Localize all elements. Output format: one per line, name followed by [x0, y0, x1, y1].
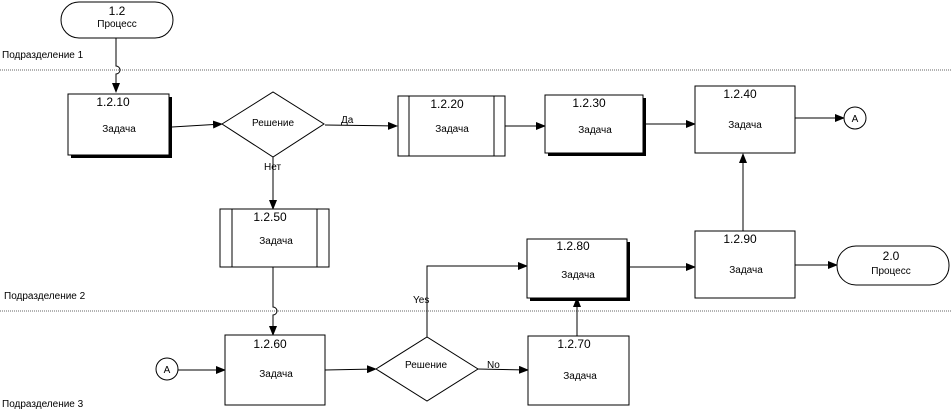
edge-1250-to-1260	[269, 267, 278, 336]
task-1-2-30-number: 1.2.30	[572, 96, 606, 110]
subprocess-1-2-50-number: 1.2.50	[253, 210, 287, 224]
lane-label-2: Подразделение 2	[4, 291, 86, 302]
lane-label-3: Подразделение 3	[2, 399, 84, 410]
task-1-2-90: 1.2.90 Задача	[694, 230, 796, 299]
start-number: 1.2	[109, 4, 126, 18]
subprocess-1-2-20-number: 1.2.20	[430, 97, 464, 111]
start-terminator: 1.2 Процесс	[60, 1, 174, 39]
edge-1210-to-d1	[171, 120, 223, 129]
task-1-2-10-number: 1.2.10	[96, 95, 130, 109]
edge-label-no-2: No	[487, 360, 500, 371]
connector-a-in-label: A	[164, 365, 171, 376]
edge-label-yes-2: Yes	[413, 295, 429, 306]
task-1-2-80: 1.2.80 Задача	[526, 238, 630, 301]
edge-1260-to-d2	[324, 365, 377, 374]
task-1-2-80-number: 1.2.80	[556, 239, 590, 253]
decision-1-label: Решение	[252, 118, 294, 129]
subprocess-1-2-20: 1.2.20 Задача	[397, 95, 506, 157]
task-1-2-40: 1.2.40 Задача	[694, 85, 796, 154]
subprocess-1-2-20-label: Задача	[435, 124, 469, 135]
start-label: Процесс	[97, 19, 137, 30]
decision-1: Решение	[221, 91, 325, 158]
edge-d2-to-1280	[426, 262, 528, 337]
task-1-2-40-label: Задача	[728, 120, 762, 131]
connector-a-out: A	[843, 106, 867, 130]
decision-2: Решение	[375, 336, 479, 402]
end-terminator: 2.0 Процесс	[836, 245, 950, 286]
task-1-2-30-label: Задача	[578, 125, 612, 136]
task-1-2-90-number: 1.2.90	[723, 232, 757, 246]
task-1-2-60-number: 1.2.60	[253, 337, 287, 351]
subprocess-1-2-50: 1.2.50 Задача	[219, 208, 330, 268]
edge-d1-to-1220	[324, 121, 398, 130]
task-1-2-70-number: 1.2.70	[557, 337, 591, 351]
edge-label-no-1: Нет	[264, 162, 281, 173]
edge-d2-to-1270	[476, 365, 529, 374]
decision-2-label: Решение	[405, 360, 447, 371]
task-1-2-10-label: Задача	[102, 124, 136, 135]
connector-a-out-label: A	[852, 114, 859, 125]
task-1-2-90-label: Задача	[729, 265, 763, 276]
end-number: 2.0	[883, 249, 900, 263]
task-1-2-70: 1.2.70 Задача	[527, 335, 630, 406]
subprocess-1-2-50-label: Задача	[259, 236, 293, 247]
task-1-2-30: 1.2.30 Задача	[544, 94, 646, 156]
task-1-2-10: 1.2.10 Задача	[67, 93, 172, 158]
edge-label-yes-1: Да	[341, 115, 354, 126]
task-1-2-60-label: Задача	[259, 369, 293, 380]
lane-label-1: Подразделение 1	[2, 50, 84, 61]
task-1-2-80-label: Задача	[561, 270, 595, 281]
task-1-2-70-label: Задача	[563, 371, 597, 382]
connector-a-in: A	[155, 357, 179, 381]
task-1-2-40-number: 1.2.40	[723, 87, 757, 101]
end-label: Процесс	[871, 266, 911, 277]
edge-start-to-1210	[112, 38, 121, 93]
task-1-2-60: 1.2.60 Задача	[224, 334, 326, 406]
